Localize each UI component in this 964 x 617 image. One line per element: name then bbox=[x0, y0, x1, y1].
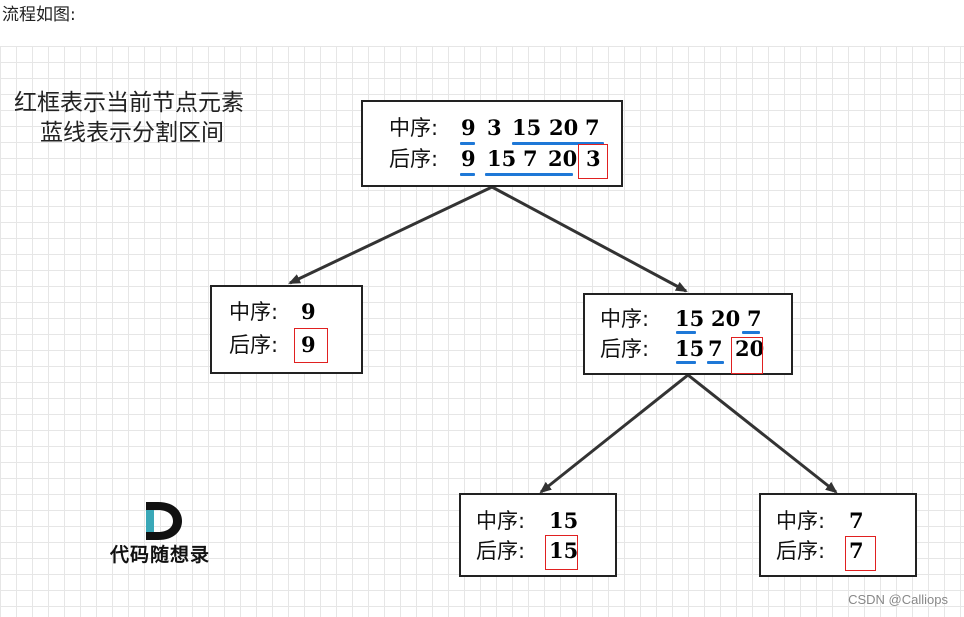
left-inorder-row: 中序: bbox=[229, 297, 278, 327]
root-postorder-token: 20 bbox=[548, 146, 578, 171]
right-right-current-box bbox=[845, 536, 876, 571]
right-right-postorder-row: 后序: bbox=[776, 536, 825, 566]
right-right-postorder-label: 后序: bbox=[776, 539, 826, 563]
right-inorder-left-split bbox=[676, 331, 696, 334]
node-right-left bbox=[459, 493, 617, 577]
legend-blue-line: 蓝线表示分割区间 bbox=[40, 120, 224, 146]
left-inorder-label: 中序: bbox=[229, 300, 279, 324]
root-postorder-token: 15 bbox=[487, 146, 517, 171]
right-postorder-right-split bbox=[707, 361, 724, 364]
root-inorder-token: 3 bbox=[487, 115, 502, 140]
watermark: CSDN @Calliops bbox=[848, 592, 948, 607]
left-inorder-token: 9 bbox=[301, 299, 316, 324]
right-postorder-left-split bbox=[676, 361, 696, 364]
right-inorder-token: 20 bbox=[711, 306, 741, 331]
right-inorder-label: 中序: bbox=[600, 307, 650, 331]
root-inorder-token: 15 bbox=[512, 115, 542, 140]
right-left-inorder-label: 中序: bbox=[476, 509, 526, 533]
right-postorder-label: 后序: bbox=[600, 337, 650, 361]
root-postorder-token: 3 bbox=[586, 146, 601, 171]
legend-red-box: 红框表示当前节点元素 bbox=[14, 90, 244, 116]
right-postorder-token: 7 bbox=[708, 336, 723, 361]
root-inorder-left-split bbox=[460, 142, 475, 145]
right-right-inorder-label: 中序: bbox=[776, 509, 826, 533]
root-inorder-right-split bbox=[512, 142, 604, 145]
root-inorder-token: 7 bbox=[585, 115, 600, 140]
node-left bbox=[210, 285, 363, 374]
left-current-box bbox=[294, 328, 328, 363]
root-inorder-row: 中序: bbox=[389, 113, 438, 143]
right-inorder-token: 7 bbox=[747, 306, 762, 331]
root-postorder-left-split bbox=[460, 173, 475, 176]
left-postorder-row: 后序: bbox=[229, 330, 278, 360]
root-postorder-label: 后序: bbox=[389, 147, 439, 171]
right-right-postorder-token: 7 bbox=[849, 538, 864, 563]
right-inorder-right-split bbox=[742, 331, 760, 334]
right-postorder-row: 后序: bbox=[600, 334, 649, 364]
node-right-right bbox=[759, 493, 917, 577]
root-postorder-token: 7 bbox=[523, 146, 538, 171]
left-postorder-label: 后序: bbox=[229, 333, 279, 357]
right-left-postorder-label: 后序: bbox=[476, 539, 526, 563]
root-inorder-token: 9 bbox=[461, 115, 476, 140]
root-inorder-label: 中序: bbox=[389, 116, 439, 140]
logo-d-icon bbox=[146, 502, 182, 540]
right-right-inorder-token: 7 bbox=[849, 508, 864, 533]
right-left-current-box bbox=[545, 535, 578, 570]
root-postorder-token: 9 bbox=[461, 146, 476, 171]
right-left-postorder-row: 后序: bbox=[476, 536, 525, 566]
root-current-box bbox=[578, 144, 608, 179]
right-current-box bbox=[731, 337, 763, 374]
root-postorder-right-split bbox=[485, 173, 573, 176]
right-left-inorder-row: 中序: bbox=[476, 506, 525, 536]
root-postorder-row: 后序: bbox=[389, 144, 438, 174]
right-inorder-token: 15 bbox=[675, 306, 705, 331]
page-caption: 流程如图: bbox=[2, 5, 76, 25]
root-inorder-token: 20 bbox=[549, 115, 579, 140]
right-postorder-token: 20 bbox=[735, 336, 765, 361]
right-postorder-token: 15 bbox=[675, 336, 705, 361]
left-postorder-token: 9 bbox=[301, 332, 316, 357]
right-left-postorder-token: 15 bbox=[549, 538, 579, 563]
right-left-inorder-token: 15 bbox=[549, 508, 579, 533]
logo-text: 代码随想录 bbox=[109, 544, 210, 566]
right-inorder-row: 中序: bbox=[600, 304, 649, 334]
right-right-inorder-row: 中序: bbox=[776, 506, 825, 536]
